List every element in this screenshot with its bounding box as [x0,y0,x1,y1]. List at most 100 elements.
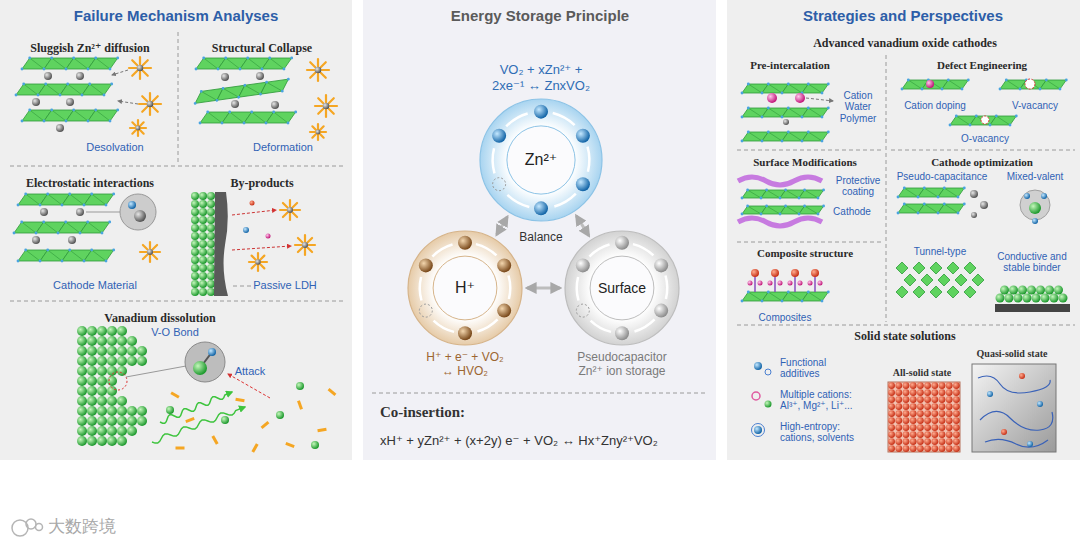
section-heading: Sluggish Zn²⁺ diffusion [30,41,149,55]
passive-layer-part [302,242,308,248]
dissolving-cathode-part [235,398,244,403]
electrolyte-part [765,401,772,408]
passive-layer-part [231,286,251,287]
crystal-layers-part [105,260,108,263]
dissolving-cathode-part [117,416,127,426]
crystal-layers-part [59,94,62,97]
electrolyte-part [939,410,946,417]
passive-layer-part [309,244,316,246]
crystal-layers-part [152,245,157,250]
crystal-layers-part [86,221,89,224]
crystal-layers-part [802,108,828,117]
cathode-variants-part [897,212,900,215]
dissolving-cathode-part [166,406,174,414]
equation: H⁺ + e⁻ + VO₂ ↔ HVO₂ [421,350,509,379]
crystal-layers-part [149,93,151,100]
crystal-layers-part-part [287,78,290,81]
electrolyte-part [903,410,910,417]
crystal-layers-part [139,103,146,105]
part-label: Cation Water Polymer [837,90,879,125]
crystal-layers-part-part [259,93,262,96]
part-label: V-O Bond [151,326,199,339]
section: Pre-intercalationCation Water Polymer [735,55,883,150]
circle-outline-part [534,201,548,215]
dissolving-cathode-part [97,436,107,446]
cathode-variants-part [1023,294,1032,303]
passive-layer-part [232,246,291,250]
crystal-layers-part [1059,88,1062,91]
crystal-layers-part [140,251,147,253]
passive-layer-part [207,264,215,272]
coated-cathode-part [817,213,820,216]
electrolyte-part [888,382,895,389]
text-slot: Multiple cations: Al³⁺, Mg²⁺, Li⁺... [780,389,872,412]
cathode-variants-part [1036,286,1045,295]
crystal-layers [901,79,1068,127]
passive-layer-part [199,200,207,208]
electrolyte-part [939,382,946,389]
section-group: Advanced vanadium oxide cathodesPre-inte… [733,30,1077,326]
watermark-icon-part [36,524,43,531]
passive-layer-part [199,240,207,248]
crystal-layers-part [154,103,161,105]
passive-layer-part [292,203,297,208]
text-slot: Defect Engineering [937,59,1027,72]
crystal-layers [13,193,160,263]
cathode-variants-part [1045,286,1054,295]
dissolving-cathode-part [77,406,87,416]
coated-cathode-part [803,205,806,208]
crystal-layers-part-part [237,96,240,99]
text-slot: Surface [598,280,646,297]
crystal-layers-part [90,249,93,252]
dissolving-cathode-part [87,346,97,356]
crystal-layers-part [87,120,90,123]
section: Solid state solutionsFunctional additive… [735,327,1075,457]
dissolving-cathode-part [97,426,107,436]
crystal-layers-part [767,83,770,86]
cathode-variants-part [1018,286,1027,295]
section: Vanadium dissolutionV-O BondAttack [8,303,346,457]
cathode-variants-part [955,274,967,286]
crystal-layers-part [941,88,944,91]
dissolving-cathode-part [97,346,107,356]
text-slot: V-vacancy [1012,100,1058,112]
crystal-layers-part [317,124,319,129]
cycle-circle: Surface [564,230,680,346]
crystal-layers-part [132,122,136,126]
crystal-layers-part [143,254,148,259]
crystal-layers-part-part [281,90,284,93]
section-heading: Composite structure [757,247,853,260]
electrolyte-part [1027,441,1033,447]
crystal-layers-part [105,204,108,207]
cathode-variants-part [896,286,908,298]
electrolyte-part [946,389,953,396]
crystal-layers-part [802,132,828,141]
cathode-variants-part [943,203,946,206]
passive-layer-part [260,264,264,268]
dissolving-cathode-part [127,416,137,426]
crystal-layers-part [990,116,1016,125]
crystal-layers-part [1025,79,1035,89]
passive-layer-part [199,208,207,216]
electrolyte-part [917,438,924,445]
crystal-layers-part [907,79,910,82]
crystal-layers-part [65,68,68,71]
part-label: V-vacancy [1012,100,1058,112]
crystal-layers-part [143,245,148,250]
cathode-variants-part [1024,193,1030,199]
divider-part [372,393,706,394]
electrolyte-part [888,424,895,431]
composite-part [768,281,773,286]
passive-layer-part [191,280,199,288]
crystal-layers-part [90,84,104,95]
passive-layer-part [266,234,271,239]
electrolyte-part [903,445,910,452]
electrolyte-part [946,410,953,417]
crystal-layers-part [149,242,151,249]
crystal-layers-part [926,80,934,88]
cathode-variants-part [930,286,942,298]
crystal-layers-part [76,72,84,80]
crystal-layers-part [274,112,288,123]
crystal-layers-part [807,83,810,86]
electrolyte-part [888,389,895,396]
